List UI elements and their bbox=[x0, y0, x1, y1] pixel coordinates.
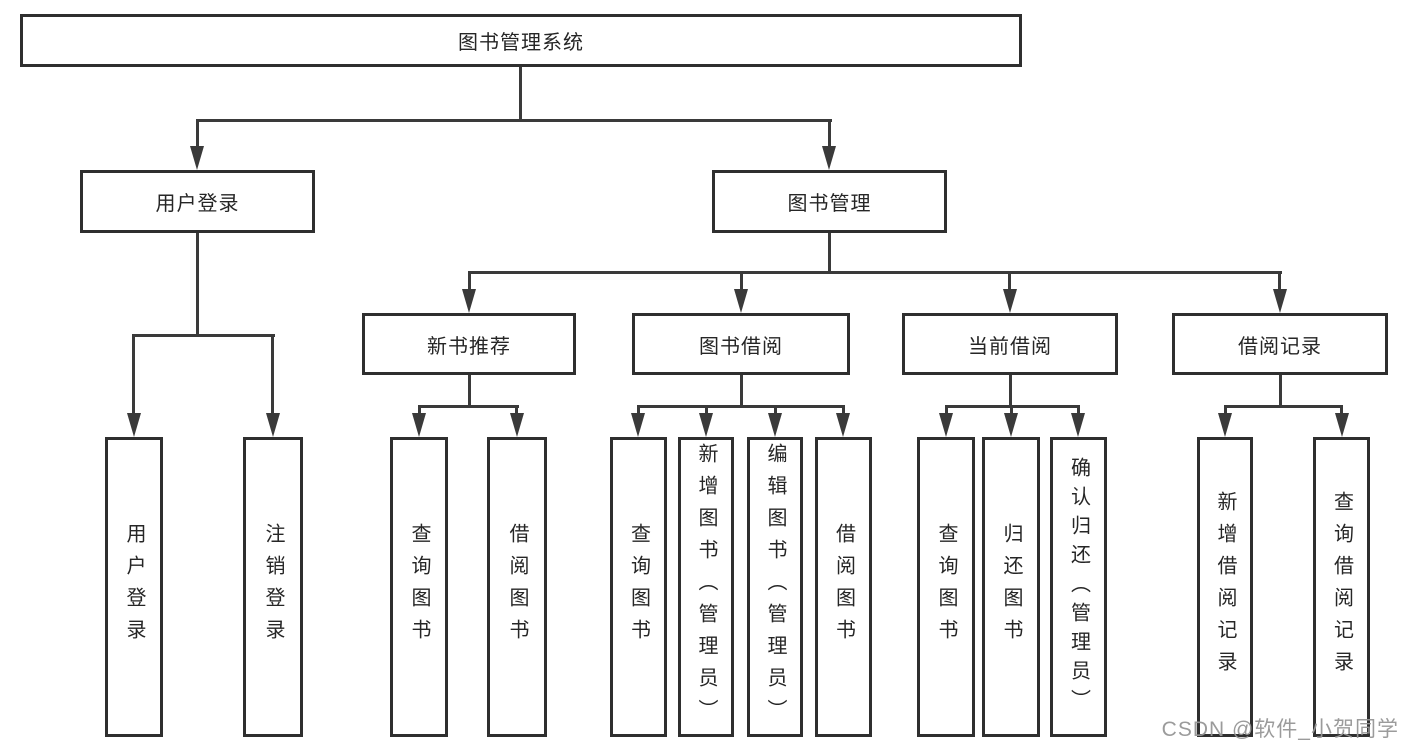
leaf-label: 用户登录 bbox=[123, 523, 145, 651]
leaf-query-books-1: 查询图书 bbox=[390, 437, 448, 737]
node-label: 图书管理 bbox=[787, 193, 872, 215]
leaf-label: 查询借阅记录 bbox=[1330, 491, 1353, 683]
leaf-label: 新增图书（管理员） bbox=[695, 443, 717, 731]
csdn-watermark: CSDN @软件_小贺同学 bbox=[1161, 718, 1399, 741]
node-user-login: 用户登录 bbox=[80, 170, 315, 233]
connector-line bbox=[637, 405, 845, 408]
node-label: 当前借阅 bbox=[968, 335, 1052, 358]
connector-line bbox=[705, 405, 708, 417]
arrowhead-down-icon bbox=[266, 413, 280, 437]
connector-line bbox=[196, 119, 199, 151]
arrowhead-down-icon bbox=[510, 413, 524, 437]
leaf-borrow-books-1: 借阅图书 bbox=[487, 437, 547, 737]
connector-line bbox=[1077, 405, 1080, 417]
node-current-borrow: 当前借阅 bbox=[902, 313, 1118, 375]
connector-line bbox=[133, 334, 275, 337]
node-label: 图书借阅 bbox=[699, 335, 783, 358]
node-book-borrow: 图书借阅 bbox=[632, 313, 850, 375]
node-new-book-recommend: 新书推荐 bbox=[362, 313, 576, 375]
leaf-borrow-books-2: 借阅图书 bbox=[815, 437, 872, 737]
leaf-label: 新增借阅记录 bbox=[1214, 491, 1236, 683]
connector-line bbox=[418, 405, 421, 417]
leaf-query-borrow-record: 查询借阅记录 bbox=[1313, 437, 1370, 737]
connector-line bbox=[774, 405, 777, 417]
arrowhead-down-icon bbox=[190, 146, 204, 170]
leaf-confirm-return-admin: 确认归还（管理员） bbox=[1050, 437, 1107, 737]
node-borrow-records: 借阅记录 bbox=[1172, 313, 1388, 375]
arrowhead-down-icon bbox=[699, 413, 713, 437]
connector-line bbox=[418, 405, 519, 408]
arrowhead-down-icon bbox=[1218, 413, 1232, 437]
connector-line bbox=[519, 67, 522, 122]
leaf-user-login: 用户登录 bbox=[105, 437, 163, 737]
leaf-edit-books-admin: 编辑图书（管理员） bbox=[747, 437, 803, 737]
arrowhead-down-icon bbox=[734, 289, 748, 313]
connector-line bbox=[271, 334, 274, 416]
arrowhead-down-icon bbox=[939, 413, 953, 437]
connector-line bbox=[196, 233, 199, 337]
leaf-label: 借阅图书 bbox=[506, 523, 528, 651]
leaf-label: 注销登录 bbox=[262, 523, 284, 651]
connector-line bbox=[1278, 271, 1281, 291]
connector-line bbox=[515, 405, 518, 417]
connector-line bbox=[468, 271, 471, 291]
connector-line bbox=[132, 334, 135, 416]
connector-line bbox=[1010, 405, 1013, 417]
arrowhead-down-icon bbox=[412, 413, 426, 437]
leaf-add-borrow-record: 新增借阅记录 bbox=[1197, 437, 1253, 737]
connector-line bbox=[740, 271, 743, 291]
node-label: 用户登录 bbox=[155, 193, 240, 215]
connector-line bbox=[1279, 375, 1282, 408]
leaf-add-books-admin: 新增图书（管理员） bbox=[678, 437, 734, 737]
connector-line bbox=[828, 119, 831, 151]
connector-line bbox=[740, 375, 743, 408]
connector-line bbox=[1224, 405, 1227, 417]
arrowhead-down-icon bbox=[768, 413, 782, 437]
connector-line bbox=[196, 119, 832, 122]
leaf-logout: 注销登录 bbox=[243, 437, 303, 737]
connector-line bbox=[945, 405, 948, 417]
node-root-system: 图书管理系统 bbox=[20, 14, 1022, 67]
arrowhead-down-icon bbox=[1335, 413, 1349, 437]
connector-line bbox=[1224, 405, 1343, 408]
leaf-label: 编辑图书（管理员） bbox=[764, 443, 786, 731]
node-label: 图书管理系统 bbox=[458, 32, 584, 54]
leaf-label: 归还图书 bbox=[1000, 523, 1022, 651]
node-label: 新书推荐 bbox=[427, 335, 511, 358]
connector-line bbox=[637, 405, 640, 417]
arrowhead-down-icon bbox=[1004, 413, 1018, 437]
connector-line bbox=[828, 233, 831, 274]
arrowhead-down-icon bbox=[822, 146, 836, 170]
leaf-label: 借阅图书 bbox=[832, 523, 855, 651]
leaf-label: 查询图书 bbox=[408, 523, 430, 651]
arrowhead-down-icon bbox=[1273, 289, 1287, 313]
leaf-label: 确认归还（管理员） bbox=[1067, 456, 1090, 718]
arrowhead-down-icon bbox=[127, 413, 141, 437]
node-book-management: 图书管理 bbox=[712, 170, 947, 233]
leaf-query-books-2: 查询图书 bbox=[610, 437, 667, 737]
connector-line bbox=[1009, 375, 1012, 408]
arrowhead-down-icon bbox=[836, 413, 850, 437]
connector-line bbox=[842, 405, 845, 417]
leaf-label: 查询图书 bbox=[627, 523, 650, 651]
connector-line bbox=[468, 375, 471, 408]
connector-line bbox=[1008, 271, 1011, 291]
connector-line bbox=[468, 271, 1282, 274]
connector-line bbox=[1340, 405, 1343, 417]
leaf-return-books: 归还图书 bbox=[982, 437, 1040, 737]
arrowhead-down-icon bbox=[1003, 289, 1017, 313]
arrowhead-down-icon bbox=[1071, 413, 1085, 437]
node-label: 借阅记录 bbox=[1238, 335, 1322, 358]
leaf-query-books-3: 查询图书 bbox=[917, 437, 975, 737]
arrowhead-down-icon bbox=[462, 289, 476, 313]
arrowhead-down-icon bbox=[631, 413, 645, 437]
leaf-label: 查询图书 bbox=[935, 523, 957, 651]
